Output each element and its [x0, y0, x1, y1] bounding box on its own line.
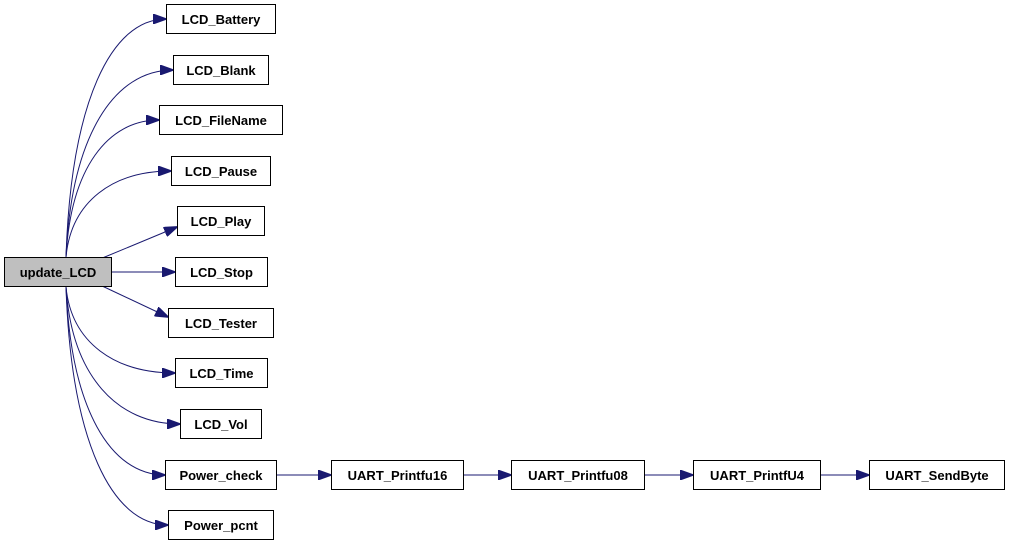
edge-update_lcd-to-lcd_vol — [65, 286, 180, 424]
node-uart-printfu08[interactable]: UART_Printfu08 — [511, 460, 645, 490]
node-uart-sendbyte[interactable]: UART_SendByte — [869, 460, 1005, 490]
edge-update_lcd-to-lcd_battery — [65, 19, 166, 258]
node-lcd-time[interactable]: LCD_Time — [175, 358, 268, 388]
node-power-pcnt[interactable]: Power_pcnt — [168, 510, 274, 540]
edge-update_lcd-to-lcd_play — [99, 227, 177, 260]
node-power-check[interactable]: Power_check — [165, 460, 277, 490]
edge-update_lcd-to-power_check — [65, 286, 165, 475]
edge-update_lcd-to-power_pcnt — [65, 286, 168, 525]
node-lcd-stop[interactable]: LCD_Stop — [175, 257, 268, 287]
node-uart-printfu16[interactable]: UART_Printfu16 — [331, 460, 464, 490]
node-lcd-battery[interactable]: LCD_Battery — [166, 4, 276, 34]
node-update-lcd[interactable]: update_LCD — [4, 257, 112, 287]
edge-update_lcd-to-lcd_filename — [65, 120, 159, 258]
node-lcd-play[interactable]: LCD_Play — [177, 206, 265, 236]
node-lcd-vol[interactable]: LCD_Vol — [180, 409, 262, 439]
edge-update_lcd-to-lcd_blank — [65, 70, 173, 258]
node-lcd-tester[interactable]: LCD_Tester — [168, 308, 274, 338]
node-lcd-filename[interactable]: LCD_FileName — [159, 105, 283, 135]
edge-update_lcd-to-lcd_pause — [65, 171, 171, 258]
node-uart-printfu4[interactable]: UART_PrintfU4 — [693, 460, 821, 490]
edge-update_lcd-to-lcd_time — [65, 286, 175, 373]
node-lcd-blank[interactable]: LCD_Blank — [173, 55, 269, 85]
edge-update_lcd-to-lcd_tester — [99, 284, 168, 317]
node-lcd-pause[interactable]: LCD_Pause — [171, 156, 271, 186]
